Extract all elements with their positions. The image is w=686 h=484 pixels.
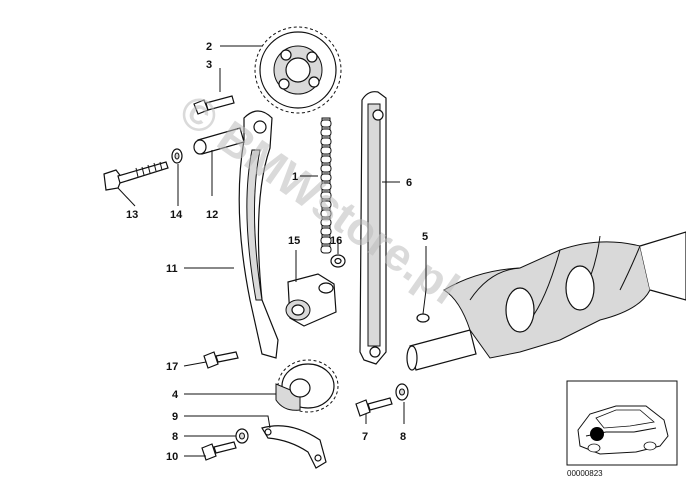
chain-link	[320, 218, 332, 227]
diagram-id: 00000823	[567, 469, 603, 478]
chain-link	[320, 173, 332, 182]
crankshaft-sprocket	[275, 359, 339, 413]
chain-link	[320, 164, 332, 173]
part-label-11: 11	[166, 263, 178, 275]
chain-link	[320, 227, 332, 236]
chain-link	[320, 209, 332, 218]
bolt-3	[193, 95, 235, 115]
part-label-8-right: 8	[400, 431, 406, 443]
chain-link	[320, 155, 332, 164]
guide-rail	[359, 91, 387, 365]
sealing-ring	[330, 254, 346, 268]
part-label-5: 5	[422, 231, 428, 243]
chain-tensioner	[285, 273, 337, 327]
sleeve-12	[193, 127, 245, 155]
part-label-15: 15	[288, 235, 300, 247]
part-label-6: 6	[406, 177, 412, 189]
camshaft-sprocket	[254, 26, 342, 114]
bolt-7	[355, 397, 393, 417]
part-label-2: 2	[206, 41, 212, 53]
washer-8-right	[395, 383, 409, 401]
washer-14	[171, 148, 183, 164]
car-location-thumbnail-icon	[566, 380, 678, 466]
location-marker-dot	[590, 427, 604, 441]
chain-link	[320, 245, 332, 254]
chain-link	[320, 146, 332, 155]
part-label-14: 14	[170, 209, 183, 221]
chain-cover	[261, 425, 327, 469]
part-label-4: 4	[172, 389, 179, 401]
chain-link	[320, 128, 332, 137]
part-labels: 2 3 1 6 5 11 12 13 14 15 16 17 4 9 8 10 …	[126, 41, 428, 463]
chain-link	[320, 200, 332, 209]
part-label-9: 9	[172, 411, 178, 423]
leader-lines	[117, 45, 427, 457]
part-label-3: 3	[206, 59, 212, 71]
crankshaft	[406, 231, 686, 371]
chain-link	[320, 191, 332, 200]
part-label-8-left: 8	[172, 431, 178, 443]
chain-link	[320, 182, 332, 191]
part-label-7: 7	[362, 431, 368, 443]
bolt-17	[203, 351, 239, 369]
part-label-13: 13	[126, 209, 138, 221]
tensioner-rail	[238, 110, 279, 359]
part-label-12: 12	[206, 209, 218, 221]
part-label-10: 10	[166, 451, 178, 463]
washer-8-left	[235, 428, 249, 444]
chain-link	[320, 119, 332, 128]
part-label-16: 16	[330, 235, 342, 247]
timing-chain	[320, 117, 332, 254]
part-label-1: 1	[292, 171, 298, 183]
part-label-17: 17	[166, 361, 178, 373]
bolt-13	[103, 161, 169, 191]
chain-link	[320, 236, 332, 245]
bolt-10	[201, 441, 237, 461]
chain-link	[320, 137, 332, 146]
